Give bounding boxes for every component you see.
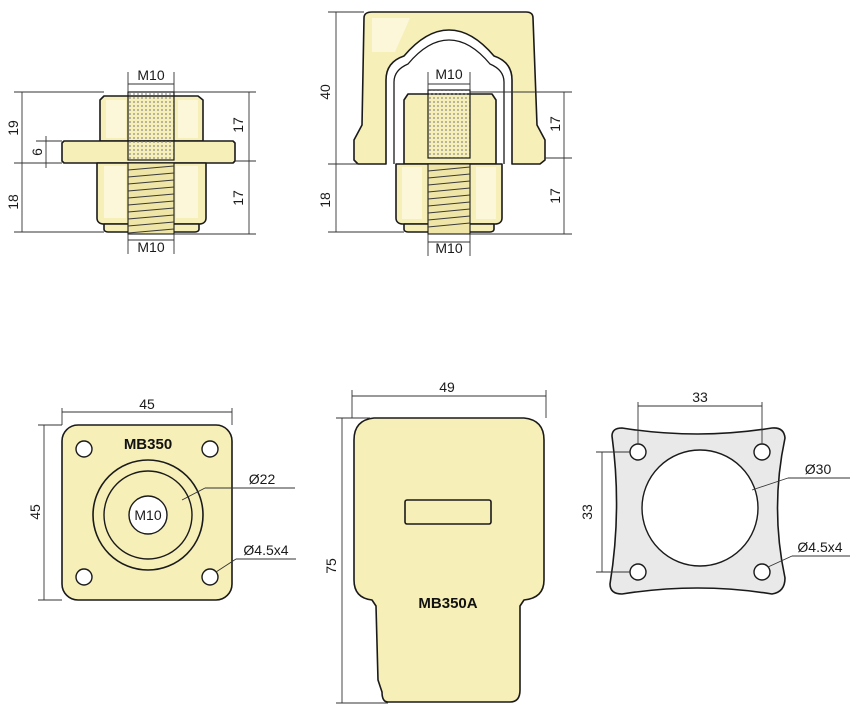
protective-cap [353, 11, 546, 165]
dim-height: 45 [27, 504, 43, 520]
dim-thread-top: M10 [435, 66, 462, 82]
dimension-lines [14, 72, 256, 254]
dim-height-lower: 18 [5, 194, 21, 210]
bolt-thread-lines [427, 166, 471, 228]
dim-thread-len-upper: 17 [547, 116, 563, 132]
mount-hole [753, 563, 771, 581]
dim-flange-thickness: 6 [29, 148, 45, 156]
dim-center-diameter: Ø30 [805, 461, 832, 477]
coil-insert [427, 89, 471, 159]
dim-hole-spacing-y: 33 [579, 504, 595, 520]
bolt-thread-lines [127, 165, 175, 234]
dim-mount-holes: Ø4.5x4 [243, 542, 288, 558]
dim-inner-diameter: Ø22 [249, 471, 276, 487]
dimension-lines [328, 11, 572, 256]
dim-thread-len-lower: 17 [547, 188, 563, 204]
dim-thread-len-lower: 17 [230, 190, 246, 206]
mount-hole [201, 440, 219, 458]
thread-label: M10 [134, 507, 161, 523]
top-view-mb350: 45 45 MB350 M10 Ø22 Ø4.5x4 [27, 396, 296, 601]
dim-thread-bottom: M10 [137, 239, 164, 255]
mount-hole [629, 563, 647, 581]
side-view-mb350a: M10 M10 40 18 17 17 [317, 11, 572, 256]
dim-cap-height: 40 [317, 84, 333, 100]
model-label: MB350A [418, 595, 477, 612]
dim-width: 45 [139, 396, 155, 412]
coil-insert [127, 91, 175, 161]
cap-outline [353, 417, 545, 703]
mount-hole [75, 568, 93, 586]
dim-thread-bottom: M10 [435, 240, 462, 256]
mount-hole [201, 568, 219, 586]
dim-thread-top: M10 [137, 67, 164, 83]
center-opening [641, 449, 759, 567]
dim-height: 75 [323, 558, 339, 574]
mount-hole [629, 443, 647, 461]
dim-height-upper: 19 [5, 120, 21, 136]
model-label: MB350 [124, 436, 172, 453]
dim-thread-len-upper: 17 [230, 117, 246, 133]
dimension-lines [336, 390, 547, 704]
mount-hole [753, 443, 771, 461]
mount-hole [75, 440, 93, 458]
top-view-mb350a: 49 75 MB350A [323, 379, 547, 704]
gasket-view: 33 33 Ø30 Ø4.5x4 [579, 389, 850, 595]
thread-hole [128, 495, 168, 535]
cap-slot [404, 499, 492, 525]
dim-width: 49 [439, 379, 455, 395]
dimension-lines [596, 402, 850, 573]
dim-mount-holes: Ø4.5x4 [797, 539, 842, 555]
side-view-mb350: M10 M10 19 6 18 17 17 [5, 67, 256, 255]
dimension-lines [38, 408, 296, 601]
dim-height-lower: 18 [317, 192, 333, 208]
dim-hole-spacing-x: 33 [692, 389, 708, 405]
